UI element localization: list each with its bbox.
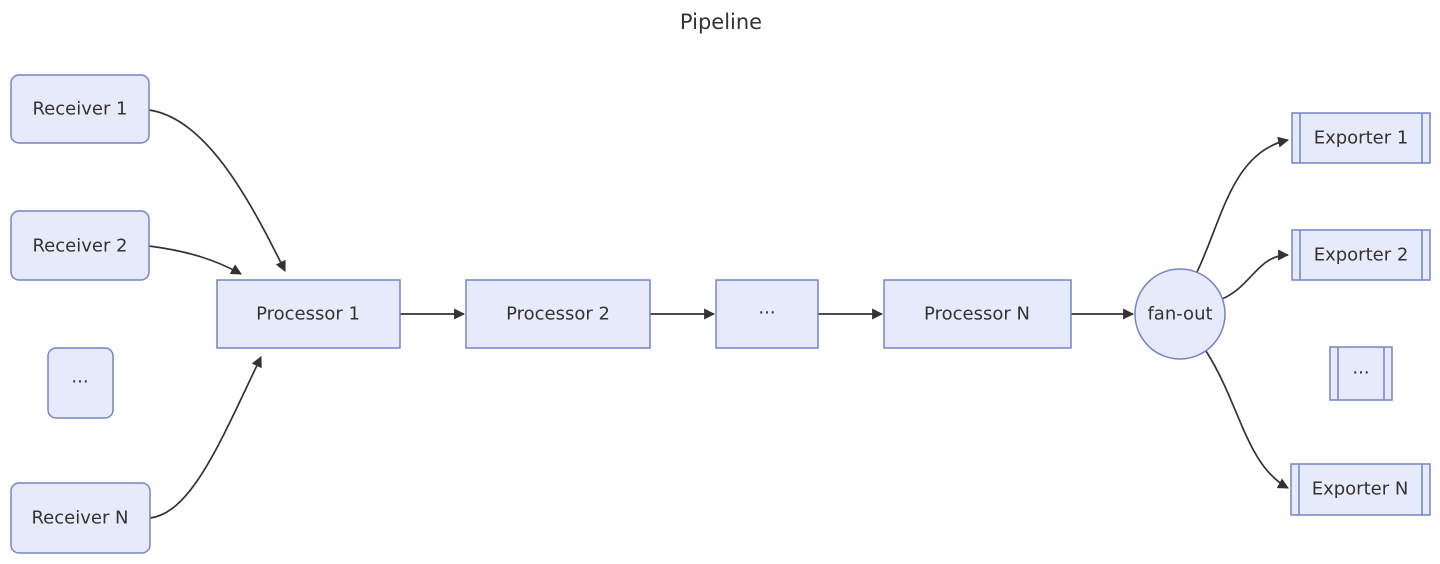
receiver-ellipsis-box — [47, 347, 114, 419]
processor-2-label: Processor 2 — [506, 304, 610, 325]
node-processor-2: Processor 2 — [465, 279, 651, 349]
edge-receiver2-processor1 — [148, 245, 242, 275]
processor-N-box — [883, 279, 1072, 349]
node-exporter-2: Exporter 2 — [1291, 229, 1431, 281]
exporter-N-label: Exporter N — [1312, 479, 1409, 500]
receiver-1-label: Receiver 1 — [32, 99, 127, 120]
processor-2-box — [465, 279, 651, 349]
node-processor-1: Processor 1 — [216, 279, 401, 349]
receiver-N-label: Receiver N — [31, 508, 128, 529]
receiver-ellipsis-label: ... — [71, 367, 88, 388]
exporter-1-box — [1291, 112, 1431, 164]
edge-fanout-exporterN — [1205, 350, 1289, 489]
edge-fanout-exporter1 — [1196, 136, 1290, 273]
node-receiver-1: Receiver 1 — [10, 74, 150, 144]
exporter-1-label: Exporter 1 — [1314, 128, 1409, 149]
receiver-2-box — [10, 210, 150, 281]
node-fanout: fan-out — [1134, 268, 1226, 360]
receiver-1-box — [10, 74, 150, 144]
exporter-N-box — [1290, 463, 1431, 516]
node-receiver-N: Receiver N — [10, 482, 151, 554]
exporter-ellipsis-label: ... — [1352, 358, 1369, 379]
processor-ellipsis-box — [715, 279, 819, 349]
node-exporter-ellipsis: ... — [1329, 346, 1393, 401]
edge-receiver1-processor1 — [148, 109, 286, 272]
processor-N-label: Processor N — [924, 304, 1030, 325]
node-processor-N: Processor N — [883, 279, 1072, 349]
exporter-ellipsis-box — [1329, 346, 1393, 401]
receiver-N-box — [10, 482, 151, 554]
node-exporter-N: Exporter N — [1290, 463, 1431, 516]
processor-1-label: Processor 1 — [256, 304, 360, 325]
fanout-label: fan-out — [1147, 304, 1212, 325]
edges-layer — [148, 109, 1290, 519]
node-processor-ellipsis: ... — [715, 279, 819, 349]
receiver-2-label: Receiver 2 — [32, 236, 127, 257]
exporter-2-box — [1291, 229, 1431, 281]
node-receiver-ellipsis: ... — [47, 347, 114, 419]
diagram-title: Pipeline — [680, 10, 762, 34]
edge-receiverN-processor1 — [149, 356, 262, 519]
node-receiver-2: Receiver 2 — [10, 210, 150, 281]
processor-1-box — [216, 279, 401, 349]
node-exporter-1: Exporter 1 — [1291, 112, 1431, 164]
processor-ellipsis-label: ... — [758, 298, 775, 319]
edge-fanout-exporter2 — [1221, 249, 1290, 300]
fanout-circle — [1134, 268, 1226, 360]
exporter-2-label: Exporter 2 — [1314, 245, 1409, 266]
